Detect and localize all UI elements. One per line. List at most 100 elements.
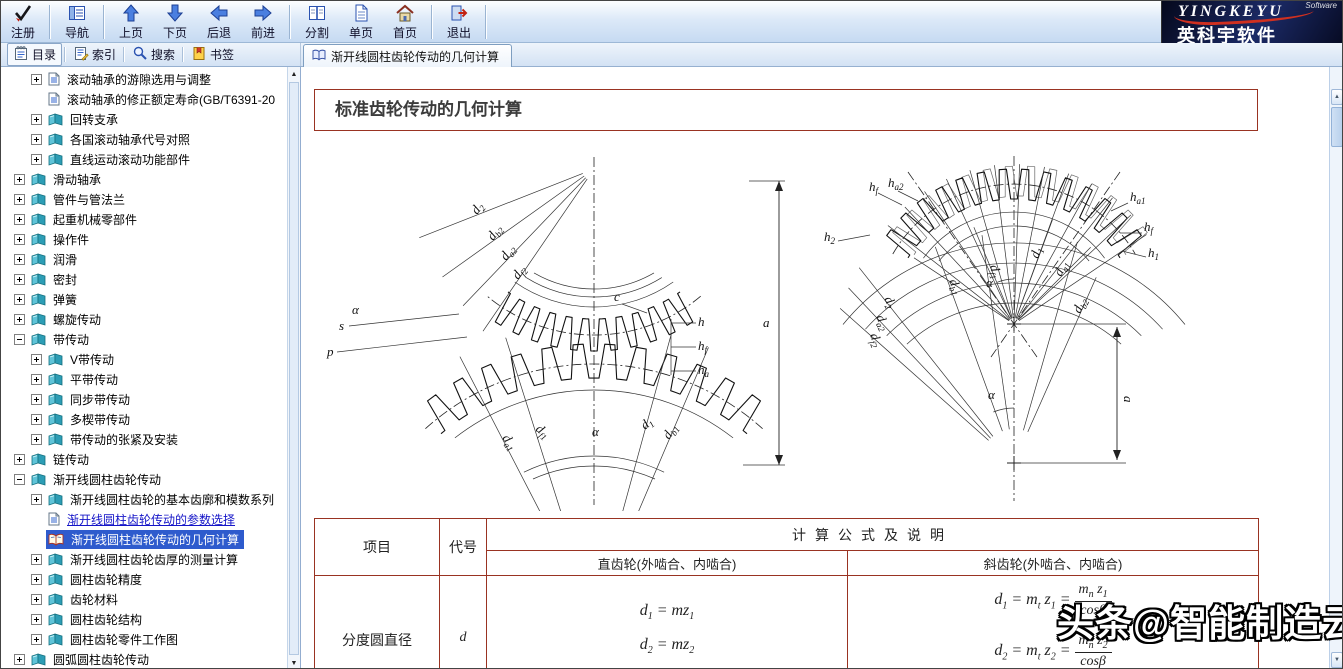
tab-separator bbox=[123, 47, 126, 62]
tree-item-body[interactable]: 润滑 bbox=[29, 250, 82, 269]
tree-item-body[interactable]: 滚动轴承的游隙选用与调整 bbox=[46, 70, 216, 89]
expand-plus-icon[interactable] bbox=[31, 613, 42, 625]
tab-contents[interactable]: 目录 bbox=[7, 43, 63, 66]
expand-plus-icon[interactable] bbox=[31, 353, 42, 365]
tree-item-body[interactable]: 齿轮材料 bbox=[46, 590, 123, 609]
svg-text:c: c bbox=[614, 289, 620, 304]
forward-button[interactable]: 前进 bbox=[241, 1, 285, 42]
expand-plus-icon[interactable] bbox=[14, 453, 25, 465]
tree-item: 带传动的张紧及安装 bbox=[1, 429, 287, 449]
tab-index[interactable]: 索引 bbox=[68, 44, 121, 65]
tree-item-label: 起重机械零部件 bbox=[53, 212, 138, 227]
tree-item-body[interactable]: 同步带传动 bbox=[46, 390, 135, 409]
content-tab-active[interactable]: 渐开线圆柱齿轮传动的几何计算 bbox=[303, 44, 513, 67]
expand-plus-icon[interactable] bbox=[14, 193, 25, 205]
expand-plus-icon[interactable] bbox=[31, 553, 42, 565]
bookmark-icon bbox=[191, 45, 207, 64]
expand-plus-icon[interactable] bbox=[14, 653, 25, 665]
expand-plus-icon[interactable] bbox=[31, 633, 42, 645]
book-icon bbox=[48, 572, 63, 586]
expand-plus-icon[interactable] bbox=[14, 173, 25, 185]
tree-item-body[interactable]: 滚动轴承的修正额定寿命(GB/T6391-20 bbox=[46, 90, 280, 109]
tree-item-body[interactable]: 圆柱齿轮零件工作图 bbox=[46, 630, 183, 649]
collapse-minus-icon[interactable] bbox=[14, 333, 25, 345]
row-item-name: 分度圆直径 bbox=[314, 575, 440, 668]
expand-plus-icon[interactable] bbox=[31, 153, 42, 165]
expand-plus-icon[interactable] bbox=[31, 73, 42, 85]
tab-bookmarks[interactable]: 书签 bbox=[186, 44, 239, 65]
expand-plus-icon[interactable] bbox=[14, 213, 25, 225]
svg-text:db1: db1 bbox=[659, 420, 682, 442]
expand-plus-icon[interactable] bbox=[31, 573, 42, 585]
expand-plus-icon[interactable] bbox=[31, 433, 42, 445]
tree-item-body[interactable]: 渐开线圆柱齿轮传动 bbox=[29, 470, 166, 489]
expand-plus-icon[interactable] bbox=[14, 293, 25, 305]
expand-plus-icon[interactable] bbox=[14, 233, 25, 245]
expand-plus-icon[interactable] bbox=[31, 133, 42, 145]
expand-plus-icon[interactable] bbox=[31, 593, 42, 605]
content-scrollbar[interactable]: ▲ ▼ bbox=[1329, 67, 1342, 668]
expand-plus-icon[interactable] bbox=[14, 253, 25, 265]
expand-plus-icon[interactable] bbox=[14, 273, 25, 285]
tree-item: 渐开线圆柱齿轮传动 bbox=[1, 469, 287, 489]
register-button[interactable]: 注册 bbox=[1, 1, 45, 42]
tree-item-body[interactable]: 密封 bbox=[29, 270, 82, 289]
split-button[interactable]: 分割 bbox=[295, 1, 339, 42]
tree-item-body[interactable]: 圆柱齿轮精度 bbox=[46, 570, 147, 589]
tree-item-body[interactable]: 管件与管法兰 bbox=[29, 190, 130, 209]
tree-item-body[interactable]: 圆弧圆柱齿轮传动 bbox=[29, 650, 154, 669]
tree-item-body[interactable]: 弹簧 bbox=[29, 290, 82, 309]
scroll-thumb[interactable] bbox=[1331, 107, 1342, 147]
tree-item-body[interactable]: 带传动的张紧及安装 bbox=[46, 430, 183, 449]
next-page-button[interactable]: 下页 bbox=[153, 1, 197, 42]
tree-item: 圆柱齿轮零件工作图 bbox=[1, 629, 287, 649]
single-page-button[interactable]: 单页 bbox=[339, 1, 383, 42]
tree-scroll-up-icon[interactable]: ▲ bbox=[290, 70, 298, 78]
tree-item-body[interactable]: 渐开线圆柱齿轮传动的几何计算 bbox=[46, 529, 245, 549]
tree-item-body[interactable]: 圆柱齿轮结构 bbox=[46, 610, 147, 629]
single-page-icon bbox=[351, 3, 371, 23]
tree-scroll-down-icon[interactable]: ▼ bbox=[290, 659, 298, 667]
tree-item-body[interactable]: 渐开线圆柱齿轮齿厚的测量计算 bbox=[46, 550, 243, 569]
tree-item-body[interactable]: 直线运动滚动功能部件 bbox=[46, 150, 195, 169]
tree-item-body[interactable]: 渐开线圆柱齿轮的基本齿廓和模数系列 bbox=[46, 490, 279, 509]
svg-text:h1: h1 bbox=[1148, 245, 1159, 262]
expand-plus-icon[interactable] bbox=[31, 113, 42, 125]
expand-plus-icon[interactable] bbox=[31, 493, 42, 505]
expand-plus-icon[interactable] bbox=[31, 413, 42, 425]
tree-item-body[interactable]: 多楔带传动 bbox=[46, 410, 135, 429]
tree-item-body[interactable]: 链传动 bbox=[29, 450, 94, 469]
tree-item-body[interactable]: 操作件 bbox=[29, 230, 94, 249]
svg-text:α: α bbox=[352, 302, 360, 317]
home-button[interactable]: 首页 bbox=[383, 1, 427, 42]
tree-item-body[interactable]: 渐开线圆柱齿轮传动的参数选择 bbox=[46, 510, 240, 529]
expand-plus-icon[interactable] bbox=[31, 393, 42, 405]
toolbar-buttons: 注册导航上页下页后退前进分割单页首页退出 bbox=[1, 1, 491, 42]
scroll-up-icon[interactable]: ▲ bbox=[1331, 89, 1342, 105]
tree-item-body[interactable]: 带传动 bbox=[29, 330, 94, 349]
expand-plus-icon[interactable] bbox=[14, 313, 25, 325]
prev-page-button[interactable]: 上页 bbox=[109, 1, 153, 42]
exit-button[interactable]: 退出 bbox=[437, 1, 481, 42]
tree-item-body[interactable]: 各国滚动轴承代号对照 bbox=[46, 130, 195, 149]
tree-item-body[interactable]: 回转支承 bbox=[46, 110, 123, 129]
split-icon bbox=[307, 3, 327, 23]
tree-item-body[interactable]: V带传动 bbox=[46, 350, 119, 369]
navigate-button[interactable]: 导航 bbox=[55, 1, 99, 42]
arrow-down-icon bbox=[165, 3, 185, 23]
tree-item: 同步带传动 bbox=[1, 389, 287, 409]
tree-scroll-thumb[interactable] bbox=[289, 82, 299, 655]
tab-search[interactable]: 搜索 bbox=[127, 44, 180, 65]
tree-item-body[interactable]: 螺旋传动 bbox=[29, 310, 106, 329]
tree-item-body[interactable]: 起重机械零部件 bbox=[29, 210, 142, 229]
tree-scrollbar[interactable]: ▲ ▼ bbox=[287, 67, 300, 668]
scroll-down-icon[interactable]: ▼ bbox=[1331, 652, 1342, 668]
tree-item-body[interactable]: 滑动轴承 bbox=[29, 170, 106, 189]
back-button[interactable]: 后退 bbox=[197, 1, 241, 42]
svg-text:a: a bbox=[1121, 396, 1136, 403]
collapse-minus-icon[interactable] bbox=[14, 473, 25, 485]
tree-item-body[interactable]: 平带传动 bbox=[46, 370, 123, 389]
expand-plus-icon[interactable] bbox=[31, 373, 42, 385]
